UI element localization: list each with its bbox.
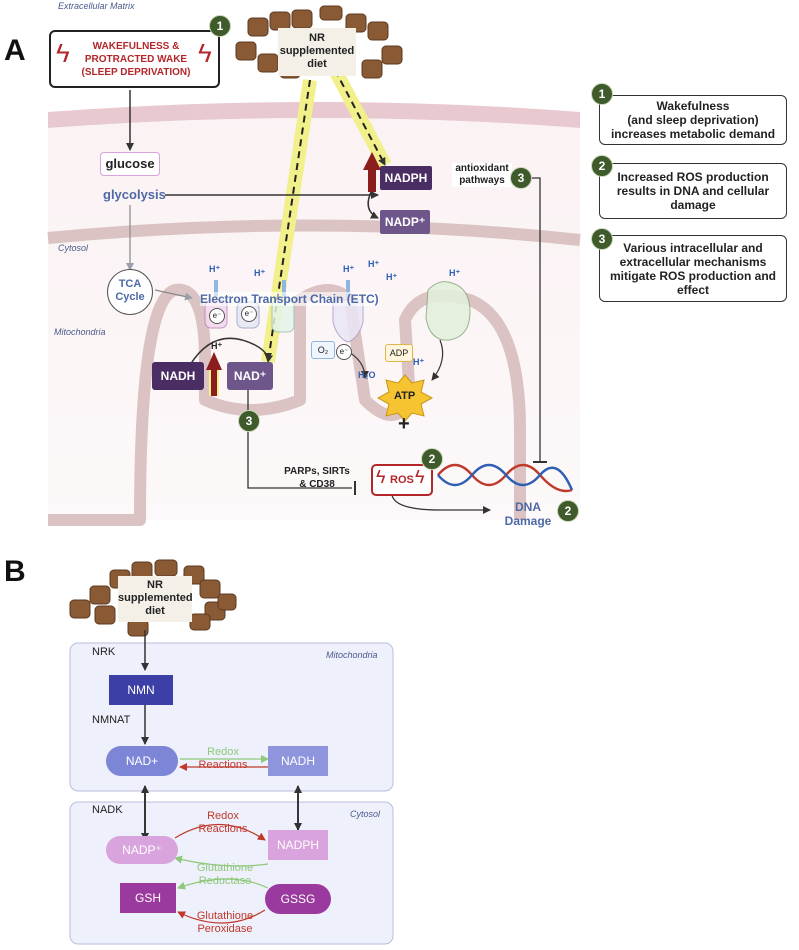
nadh-box: NADH (152, 362, 204, 390)
nr-pellets-b (69, 559, 237, 637)
parps-label: PARPs, SIRTs& CD38 (284, 466, 350, 490)
electron-icon: e⁻ (209, 308, 225, 324)
badge-2-ros: 2 (421, 448, 443, 470)
badge-3-nad: 3 (238, 410, 260, 432)
lightning-icon: ϟ (376, 467, 386, 487)
h2o-label: H₂O (358, 370, 376, 380)
side-box-1: Wakefulness(and sleep deprivation)increa… (599, 95, 787, 145)
atp-star (376, 374, 434, 422)
cytosol-label: Cytosol (58, 243, 89, 253)
panel-a-letter: A (4, 34, 26, 67)
synthase-to-atp-arrow (431, 339, 444, 381)
proton-label: H⁺ (211, 341, 223, 351)
tca-to-etc-arrow (154, 289, 193, 301)
plus-sign: + (398, 413, 410, 435)
nadph-to-nadp-arrow (367, 189, 379, 219)
nadph-to-nadp-gr (174, 855, 269, 867)
nadh-to-nad-arrow (189, 337, 272, 366)
nad-box: NAD⁺ (227, 362, 273, 390)
wakefulness-text: WAKEFULNESS &PROTRACTED WAKE(SLEEP DEPRI… (81, 41, 191, 78)
adp-box: ADP (385, 344, 413, 362)
nadph-box: NADPH (380, 166, 432, 190)
proton-label: H⁺ (413, 357, 425, 367)
side-badge-3: 3 (591, 228, 613, 250)
proton-label: H⁺ (254, 268, 266, 278)
badge-1-wake: 1 (209, 15, 231, 37)
proton-label: H⁺ (343, 264, 355, 274)
mito-box-label: Mitochondria (326, 650, 378, 660)
electron-icon: e⁻ (241, 306, 257, 322)
proton-label: H⁺ (368, 259, 380, 269)
atp-label: ATP (394, 390, 416, 402)
gsh-to-gssg-gp (177, 909, 266, 924)
nadp-box: NADP⁺ (380, 210, 430, 234)
etc-complexes (204, 281, 471, 343)
cytosol-box-label: Cytosol (350, 809, 381, 819)
cytosol-fill (48, 118, 580, 520)
badge-3-antioxidant: 3 (510, 167, 532, 189)
glucose-box: glucose (100, 152, 160, 176)
mitochondria-label: Mitochondria (54, 327, 106, 337)
o2-box: O₂ (311, 341, 335, 359)
mito-outer-membrane (47, 219, 581, 246)
nrk-label: NRK (92, 646, 116, 658)
lightning-icon: ϟ (56, 38, 70, 68)
side-badge-2: 2 (591, 155, 613, 177)
wakefulness-box (49, 30, 220, 88)
ros-box (371, 464, 433, 496)
lightning-icon: ϟ (415, 467, 425, 487)
nr-pellets-a (235, 5, 403, 79)
lightning-icon: ϟ (198, 38, 212, 68)
nmn-box: NMN (109, 675, 173, 705)
gsh-box: GSH (120, 883, 176, 913)
nmnat-label: NMNAT (92, 714, 131, 726)
badge-2-dna: 2 (557, 500, 579, 522)
dna-helix (437, 463, 574, 493)
side-badge-1: 1 (591, 83, 613, 105)
proton-label: H⁺ (449, 268, 461, 278)
nadh-increase-arrow (206, 352, 222, 396)
panel-b-letter: B (4, 555, 26, 588)
gssg-pill: GSSG (265, 884, 331, 914)
proton-label: H⁺ (209, 264, 221, 274)
gssg-to-gsh-gr (177, 878, 269, 890)
cell-membrane (48, 102, 580, 128)
extracellular-label: Extracellular Matrix (58, 1, 135, 11)
nr-to-nadph-dashed (334, 69, 386, 166)
ros-label: ROS (390, 474, 414, 486)
proton-label: H⁺ (386, 272, 398, 282)
nadh-box-b: NADH (268, 746, 328, 776)
nad-pill: NAD+ (106, 746, 178, 776)
etc-label: Electron Transport Chain (ETC) (200, 292, 379, 306)
nadph-box-b: NADPH (268, 830, 328, 860)
nadk-label: NADK (92, 804, 123, 816)
nadp-pill: NADP⁺ (106, 836, 178, 864)
nadph-increase-arrow (363, 152, 381, 192)
ros-to-dna-arrow (391, 494, 491, 514)
electron-icon: e⁻ (336, 344, 352, 360)
nadp-nadph-redox (174, 823, 266, 841)
antioxidant-inhibit-line (530, 177, 541, 462)
glycolysis-label: glycolysis (103, 187, 166, 202)
